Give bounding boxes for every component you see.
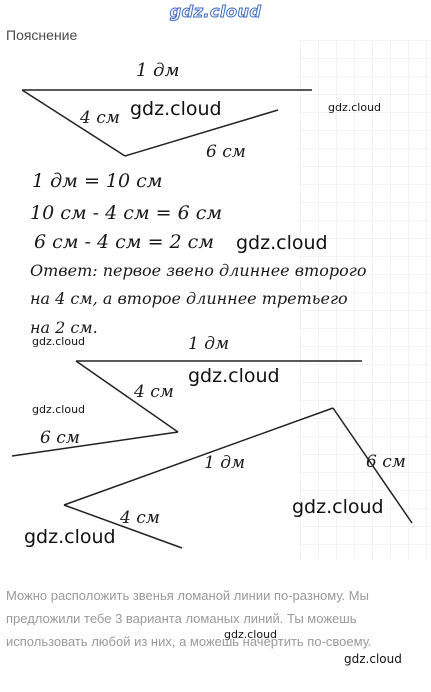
site-watermark-logo: gdz.cloud [169, 2, 262, 22]
segment-6cm [332, 407, 413, 524]
label-1dm: 1 дм [136, 60, 180, 81]
answer-line-1: Ответ: первое звено длиннее второго [30, 261, 367, 280]
segment-4cm [63, 504, 183, 549]
watermark: gdz.cloud [224, 628, 278, 641]
watermark: gdz.cloud [344, 652, 402, 666]
answer-line-2: на 4 см, а второе длиннее третьего [30, 289, 348, 308]
fig2-label-6cm: 6 см [40, 428, 80, 448]
fig2-label-4cm: 4 см [134, 382, 174, 402]
fig3-label-4cm: 4 см [120, 508, 160, 528]
fig3-label-6cm: 6 см [366, 452, 406, 472]
segment-1dm [63, 407, 334, 506]
fig2-label-1dm: 1 дм [188, 334, 230, 354]
calc-line-1: 1 дм = 10 см [32, 170, 163, 192]
watermark: gdz.cloud [188, 365, 280, 387]
segment-6cm [124, 109, 279, 157]
segment-6cm [11, 431, 179, 457]
label-6cm: 6 см [206, 142, 246, 162]
watermark: gdz.cloud [32, 335, 86, 348]
polyline-figure-1 [21, 89, 312, 157]
segment-4cm [21, 89, 126, 157]
explanation-paragraph: Можно расположить звенья ломаной линии п… [6, 588, 372, 649]
answer-line-3: на 2 см. [30, 318, 98, 337]
fig3-label-1dm: 1 дм [204, 453, 246, 473]
watermark: gdz.cloud [236, 232, 328, 254]
segment-4cm [75, 360, 179, 433]
watermark: gdz.cloud [24, 526, 116, 548]
calc-line-3: 6 см - 4 см = 2 см [34, 231, 215, 253]
watermark: gdz.cloud [32, 403, 86, 416]
calc-line-2: 10 см - 4 см = 6 см [30, 202, 223, 224]
background-grid [300, 40, 431, 560]
polyline-figure-3 [63, 407, 413, 549]
watermark: gdz.cloud [292, 496, 384, 518]
section-title: Пояснение [6, 27, 78, 43]
label-4cm: 4 см [80, 108, 120, 128]
watermark: gdz.cloud [130, 98, 222, 120]
polyline-figure-2 [11, 360, 362, 457]
watermark: gdz.cloud [328, 101, 382, 114]
